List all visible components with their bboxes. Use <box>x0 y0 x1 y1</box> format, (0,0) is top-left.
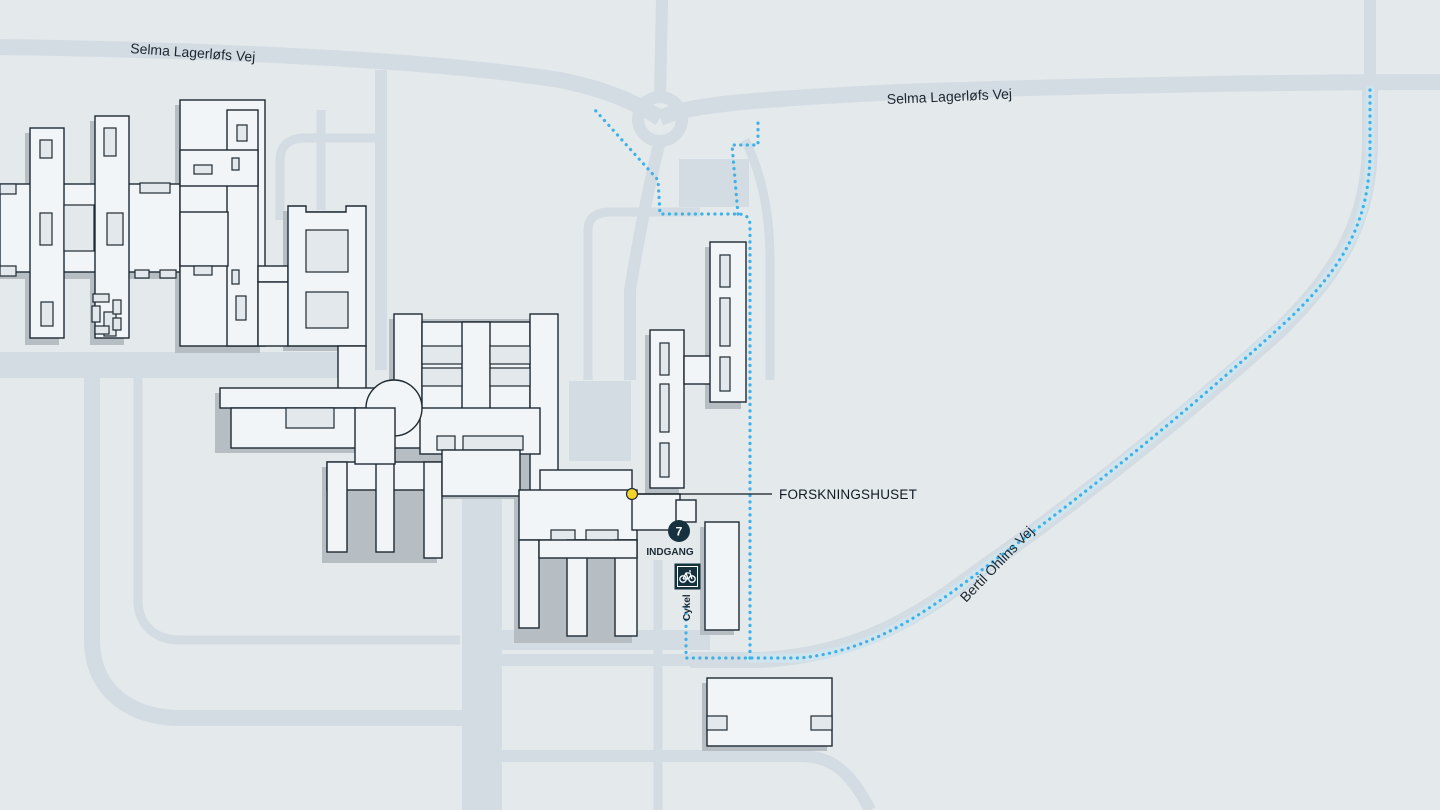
road-south-lower <box>500 750 876 810</box>
route-bertil-ohlins <box>684 88 1372 660</box>
parking-lot-north <box>679 159 749 207</box>
road-selma-west <box>0 39 665 125</box>
road-north-spur <box>654 0 668 98</box>
building-square-wing <box>287 205 367 347</box>
destination-marker-icon[interactable] <box>625 487 639 501</box>
building-east-wing-a <box>649 329 713 489</box>
entrance-marker[interactable]: 7 INDGANG <box>646 520 694 558</box>
parking-lot-central <box>569 381 631 461</box>
building-south-annex <box>706 677 833 747</box>
road-southwest-loop <box>84 378 480 726</box>
bicycle-icon <box>679 570 696 583</box>
bicycle-parking[interactable]: Cykel <box>674 563 701 621</box>
entrance-number: 7 <box>676 525 683 539</box>
entrance-badge-icon[interactable] <box>668 520 690 542</box>
street-label-selma-east: Selma Lagerløfs Vej <box>886 86 1012 107</box>
road-central-vertical <box>462 480 502 810</box>
road-west-curve <box>275 133 381 220</box>
bicycle-label: Cykel <box>682 594 693 621</box>
building-west-complex <box>0 115 181 339</box>
road-loop-north <box>583 207 700 380</box>
destination-callout[interactable]: FORSKNINGSHUSET <box>625 487 918 502</box>
road-southwest-inner <box>133 378 460 645</box>
destination-label[interactable]: FORSKNINGSHUSET <box>779 487 917 502</box>
road-east-service <box>740 137 775 380</box>
building-forskningshuset <box>704 521 740 631</box>
building-west-block <box>179 99 289 347</box>
walking-route <box>593 85 1375 663</box>
road-west-horizontal <box>0 352 340 378</box>
road-selma-east <box>656 74 1440 126</box>
entrance-label: INDGANG <box>646 547 693 558</box>
building-east-wing-b <box>709 241 747 403</box>
